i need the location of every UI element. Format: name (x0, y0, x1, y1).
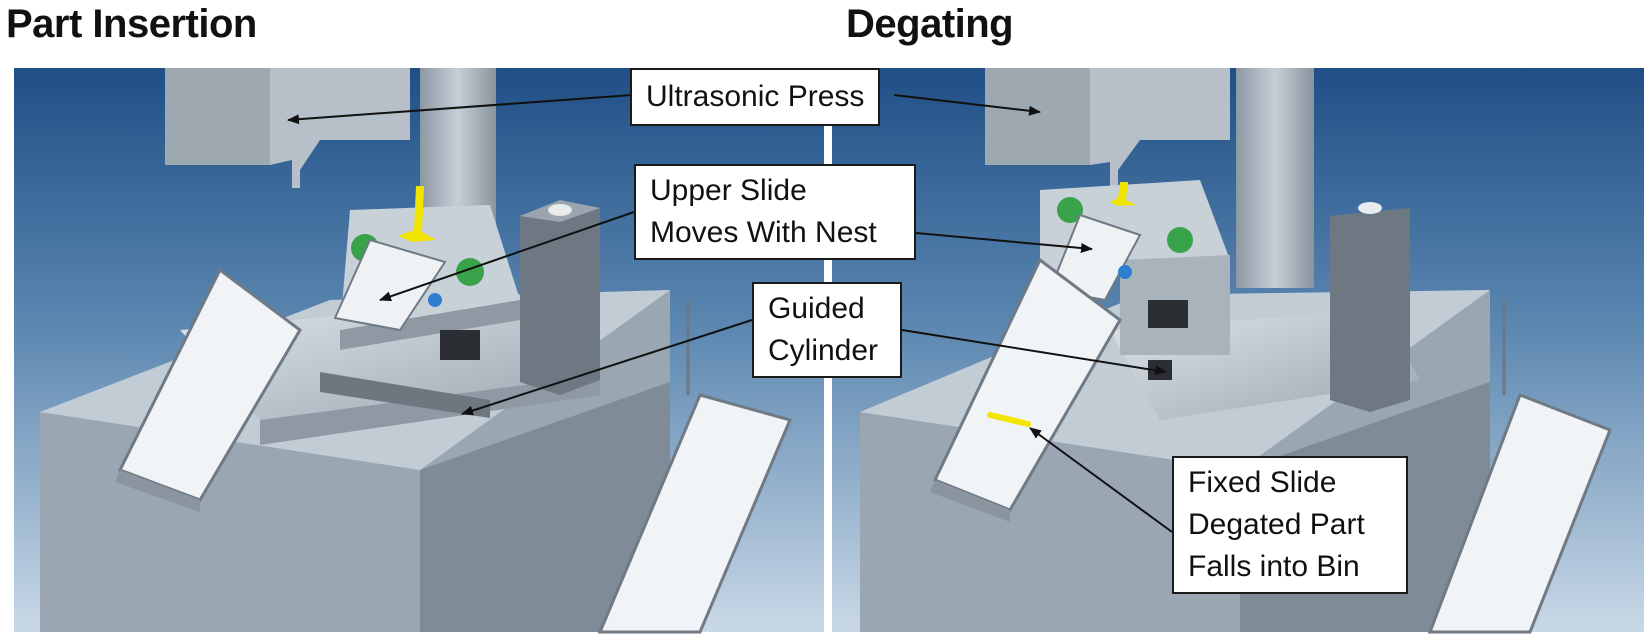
degated-part (987, 412, 1031, 427)
tower-left (520, 208, 600, 395)
green-bumper-icon (456, 258, 484, 286)
green-bumper-icon (1167, 227, 1193, 253)
callout-text: Guided (768, 292, 865, 325)
leader-fixed-slide (1029, 427, 1173, 533)
left-panel-title: Part Insertion (6, 2, 257, 46)
gripper-block-left (440, 330, 480, 360)
press-column-right (1236, 68, 1314, 288)
upper-slide-right (1048, 213, 1142, 302)
leader-upper-slide-right (915, 232, 1093, 253)
callout-upper-slide: Upper Slide Moves With Nest (634, 164, 916, 260)
callout-text: Upper Slide (650, 174, 807, 207)
bin-chute-right (1427, 393, 1612, 634)
leader-press-right (893, 94, 1041, 116)
leader-cylinder-left (461, 319, 753, 416)
leader-press-left (287, 94, 633, 125)
right-panel-title: Degating (846, 2, 1014, 46)
yellow-part-left (398, 186, 436, 242)
bin-chute-left (597, 393, 793, 634)
green-bumper-icon (1057, 197, 1083, 223)
callout-text: Moves With Nest (650, 216, 877, 249)
callout-text: Cylinder (768, 334, 879, 367)
callout-text: Fixed Slide (1188, 466, 1337, 499)
guided-cylinder-left (320, 372, 490, 418)
blue-fitting-icon (428, 293, 442, 307)
leader-upper-slide-left (379, 211, 635, 302)
callout-fixed-slide: Fixed Slide Degated Part Falls into Bin (1172, 456, 1408, 594)
callout-text: Ultrasonic Press (646, 80, 865, 113)
upper-slide-left (333, 238, 447, 332)
callout-text: Degated Part (1188, 508, 1365, 541)
left-panel (14, 68, 824, 634)
callout-guided-cylinder: Guided Cylinder (752, 282, 902, 378)
leader-lines (287, 94, 1173, 533)
callout-text: Falls into Bin (1188, 550, 1360, 583)
tower-right (1330, 208, 1410, 412)
yellow-gate-right (1110, 182, 1136, 206)
blue-fitting-icon (1118, 265, 1132, 279)
callout-ultrasonic-press: Ultrasonic Press (630, 68, 881, 126)
leader-cylinder-right (901, 329, 1167, 376)
